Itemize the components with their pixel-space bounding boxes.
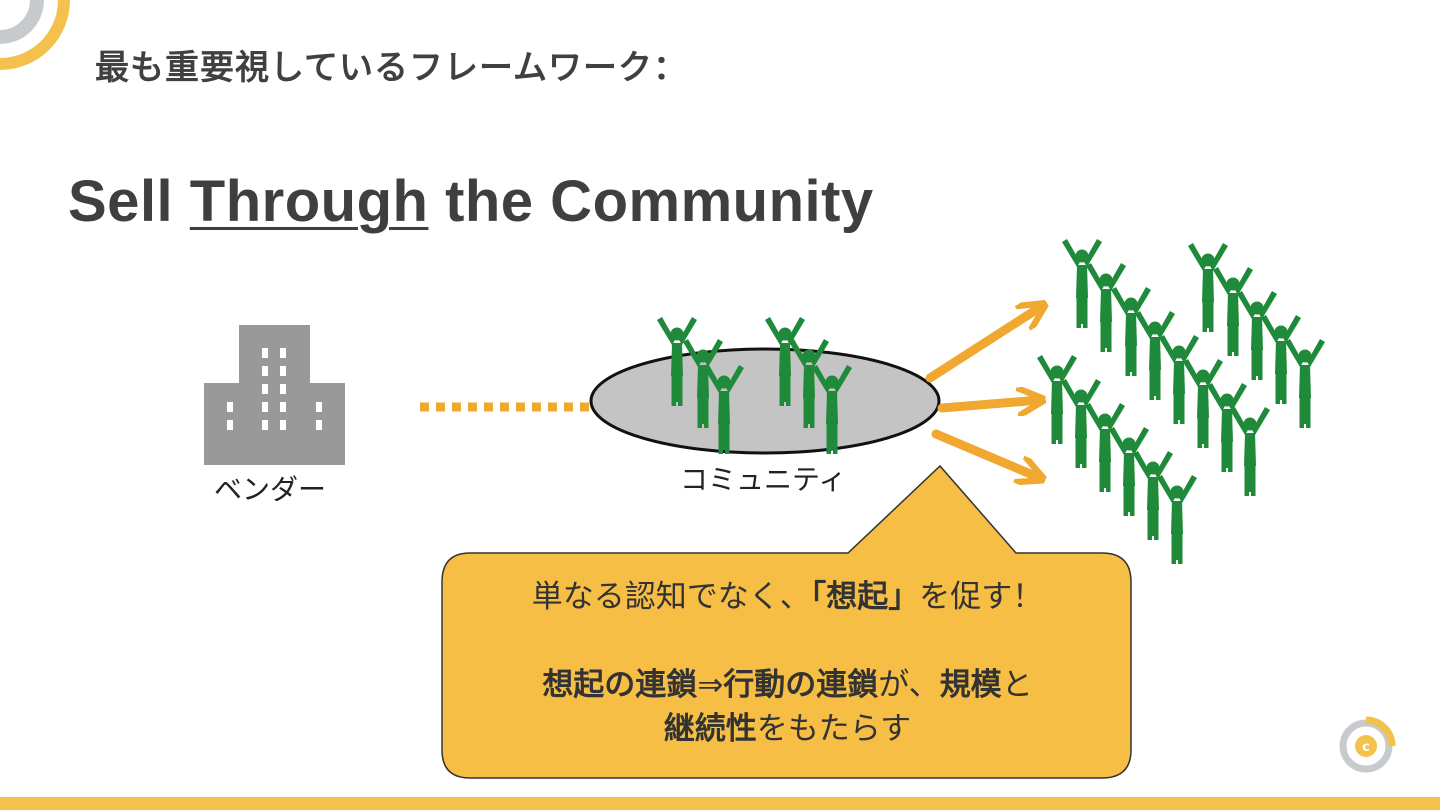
person-icon bbox=[1061, 379, 1101, 468]
callout-text: 単なる認知でなく、「想起」を促す！ 想起の連鎖⇒行動の連鎖が、規模と 継続性をも… bbox=[445, 575, 1130, 751]
page-heading: 最も重要視しているフレームワーク： bbox=[95, 48, 688, 88]
person-icon bbox=[1183, 359, 1223, 448]
callout-bold: 規模 bbox=[939, 667, 1002, 703]
arrow-middle bbox=[937, 400, 1040, 408]
person-icon bbox=[1237, 291, 1277, 380]
arrow-up bbox=[925, 306, 1042, 383]
person-icon bbox=[1133, 451, 1173, 540]
callout-text-segment: が、 bbox=[878, 667, 940, 703]
callout-text-segment: と bbox=[1001, 667, 1033, 703]
callout-bubble bbox=[441, 464, 1132, 779]
title-post: the Community bbox=[428, 169, 874, 234]
corner-logo bbox=[0, 0, 70, 70]
person-icon bbox=[1285, 339, 1325, 428]
person-icon bbox=[1230, 407, 1270, 496]
person-icon bbox=[1188, 243, 1228, 332]
callout-arrow-symbol: ⇒ bbox=[697, 667, 724, 703]
community-label: コミュニティ bbox=[680, 463, 847, 496]
svg-text:c: c bbox=[1362, 740, 1370, 755]
vendor-label: ベンダー bbox=[214, 473, 327, 506]
arrows bbox=[925, 306, 1042, 478]
slide-title: Sell Through the Community bbox=[68, 168, 874, 235]
person-icon bbox=[1261, 315, 1301, 404]
brand-logo: c bbox=[1339, 716, 1396, 773]
callout-line-3: 継続性をもたらす bbox=[445, 707, 1130, 751]
callout-text-segment: を促す！ bbox=[919, 579, 1044, 615]
callout-line-1: 単なる認知でなく、「想起」を促す！ bbox=[445, 575, 1130, 619]
callout-bold: 継続性 bbox=[663, 711, 757, 747]
person-icon bbox=[1135, 311, 1175, 400]
title-underlined: Through bbox=[189, 169, 429, 234]
person-icon bbox=[1159, 335, 1199, 424]
arrow-down bbox=[931, 429, 1040, 478]
person-icon bbox=[1111, 287, 1151, 376]
person-icon bbox=[1086, 263, 1126, 352]
person-icon bbox=[1109, 427, 1149, 516]
person-icon bbox=[1062, 239, 1102, 328]
bottom-accent-bar bbox=[0, 797, 1440, 810]
building-icon bbox=[204, 325, 345, 465]
crowd bbox=[1037, 239, 1325, 564]
community-ellipse bbox=[589, 347, 941, 455]
callout-bold: 想起の連鎖 bbox=[542, 667, 698, 703]
callout-bold-recall: 「想起」 bbox=[810, 579, 920, 615]
person-icon bbox=[1157, 475, 1197, 564]
callout-text-segment: をもたらす bbox=[756, 711, 912, 747]
person-icon bbox=[1085, 403, 1125, 492]
callout-bold: 行動の連鎖 bbox=[723, 667, 879, 703]
person-icon bbox=[1213, 267, 1253, 356]
title-pre: Sell bbox=[68, 169, 190, 234]
callout-text-segment: 単なる認知でなく、 bbox=[531, 579, 811, 615]
callout-line-2: 想起の連鎖⇒行動の連鎖が、規模と bbox=[445, 663, 1130, 707]
